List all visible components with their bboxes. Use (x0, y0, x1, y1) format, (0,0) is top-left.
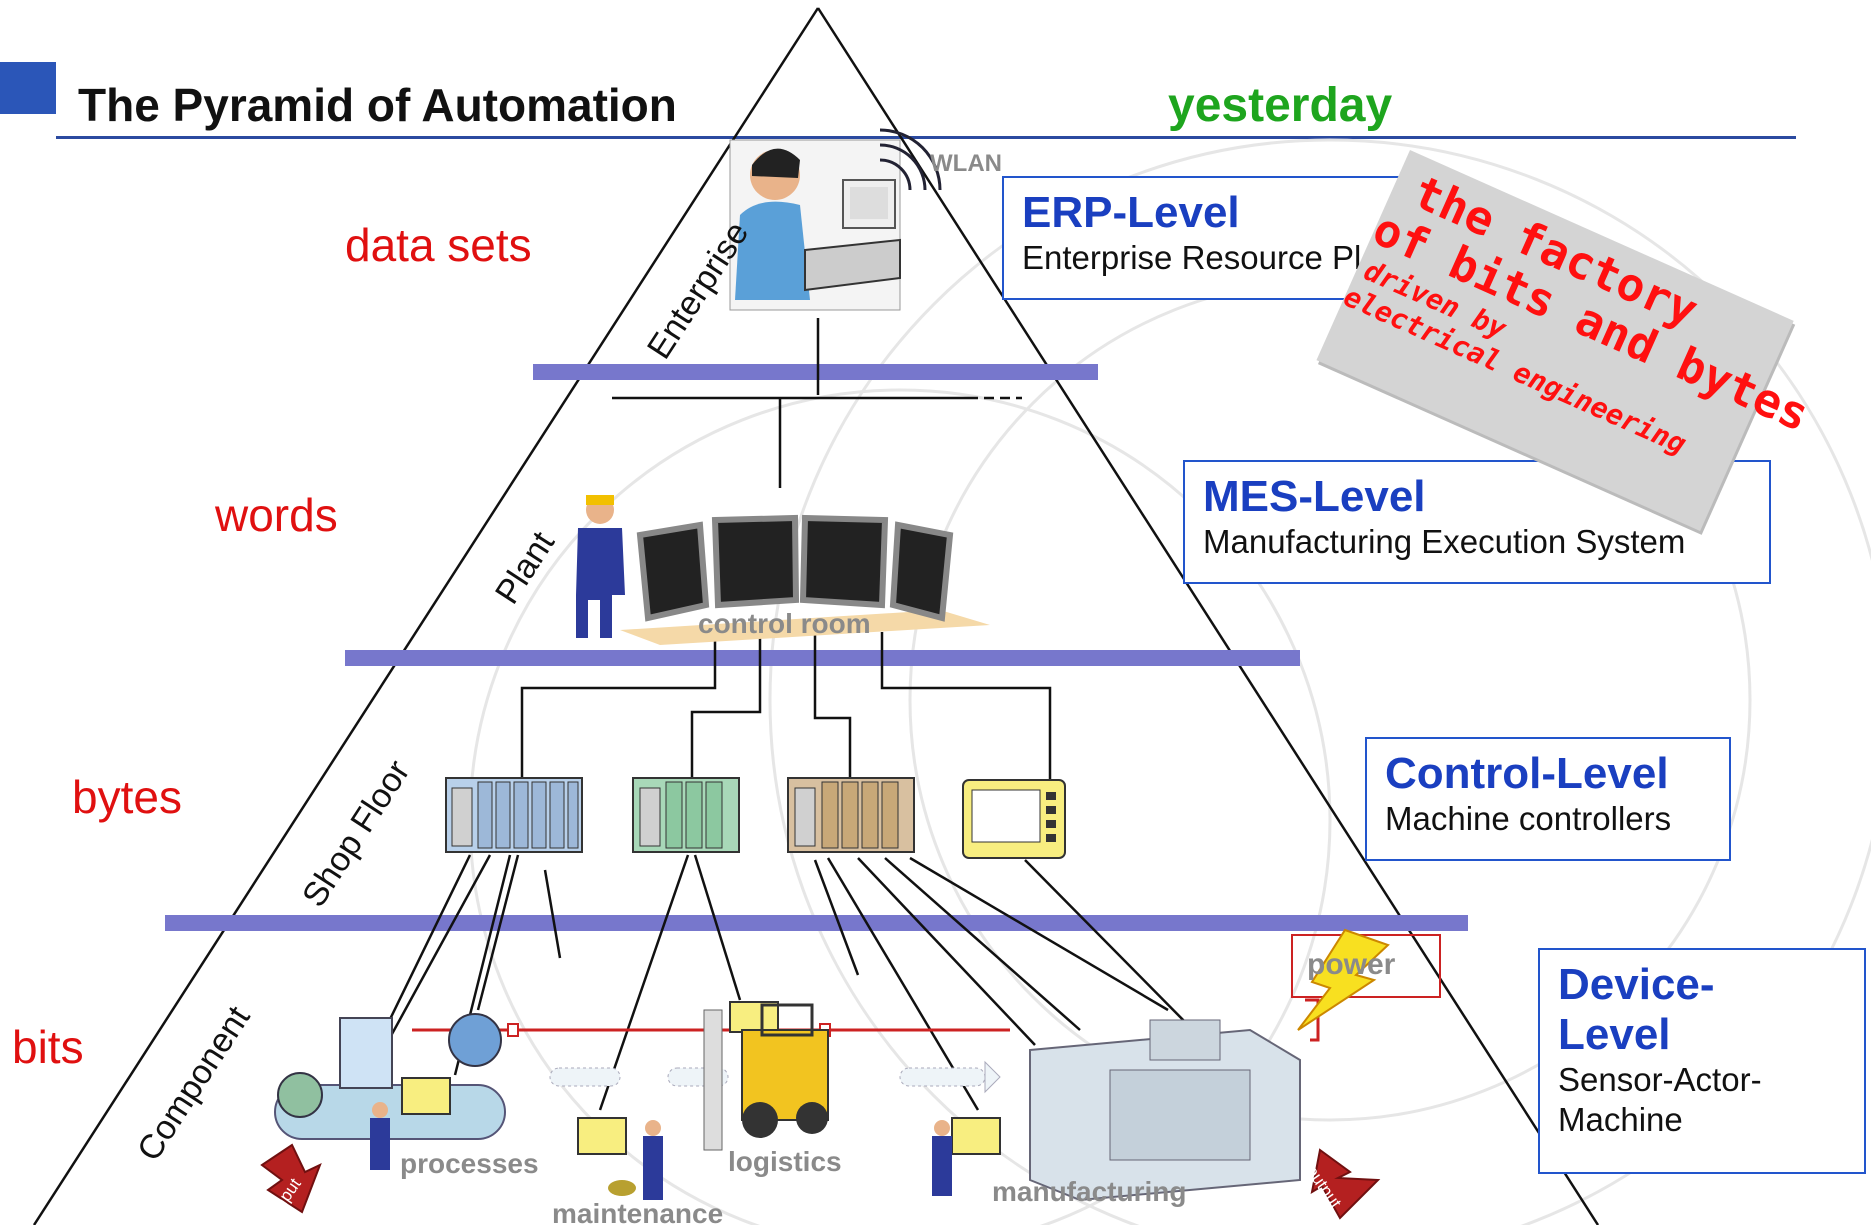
manufacturing-label: manufacturing (992, 1176, 1187, 1207)
erp-level-title: ERP-Level (1022, 188, 1240, 237)
device-level-illustration (260, 928, 1441, 1220)
controller-rack-2 (632, 777, 740, 853)
controller-rack-1 (445, 777, 583, 853)
pyramid-left-edge (32, 7, 820, 1225)
device-level-box: Device- Level Sensor-Actor- Machine (1538, 948, 1866, 1174)
bus-bar-erp (533, 364, 1098, 380)
data-level-label: bits (12, 1021, 84, 1073)
bus-bar-control (165, 915, 1468, 931)
mes-level-desc: Manufacturing Execution System (1203, 523, 1686, 560)
mes-level-title: MES-Level (1203, 472, 1426, 521)
control-level-title: Control-Level (1385, 749, 1669, 798)
control-room-label: control room (698, 608, 871, 639)
wlan-label: WLAN (930, 150, 1002, 177)
data-level-label: bytes (72, 771, 182, 823)
control-room-illustration (576, 495, 990, 645)
erp-workstation-illustration (729, 128, 942, 311)
processes-label: processes (400, 1148, 539, 1179)
logistics-label: logistics (728, 1146, 842, 1177)
device-level-title: Device- Level (1558, 960, 1715, 1059)
bus-bar-mes (345, 650, 1300, 666)
data-level-label: data sets (345, 219, 532, 271)
maintenance-label: maintenance (552, 1198, 724, 1229)
page-title: The Pyramid of Automation (78, 79, 677, 131)
control-level-desc: Machine controllers (1385, 800, 1672, 837)
power-label: power (1307, 948, 1396, 981)
device-level-desc: Sensor-Actor- Machine (1558, 1061, 1762, 1138)
operator-panel (962, 779, 1066, 859)
header-rule (56, 136, 1796, 139)
page-subtitle: yesterday (1168, 79, 1393, 132)
pyramid-right-edge (816, 7, 1600, 1225)
control-level-box: Control-Level Machine controllers (1365, 737, 1731, 861)
controller-rack-3 (787, 777, 915, 853)
network-lines (356, 318, 1196, 1111)
erp-level-desc: Enterprise Resource Planning (1022, 239, 1402, 276)
data-level-label: words (215, 489, 338, 541)
header-tab (0, 62, 56, 114)
